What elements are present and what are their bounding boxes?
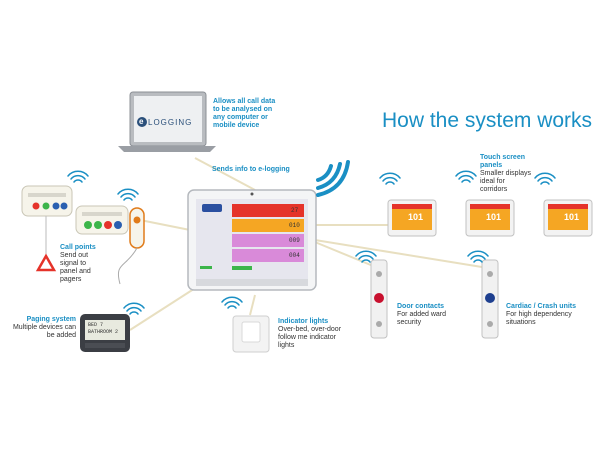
monitor-icon: [187, 189, 317, 291]
elogging-badge: [137, 117, 147, 127]
wifi-icon: [67, 170, 89, 183]
monitor-row-value: 009: [289, 237, 300, 244]
connection-lines: [129, 157, 489, 331]
touch-panel-3: [543, 199, 593, 237]
monitor-row-value: 27: [291, 207, 299, 214]
door-desc: For added ward: [397, 311, 447, 318]
light-icon: [232, 315, 270, 353]
monitor-row-value: 010: [289, 222, 300, 229]
line-to-indicator: [249, 294, 256, 316]
wifi-icon: [117, 188, 139, 201]
touch-desc: Smaller displays: [480, 170, 531, 177]
cardiac-caption: Cardiac / Crash units For high dependenc…: [506, 303, 576, 327]
laptop-icon: [118, 91, 216, 152]
touch-panel-1: [387, 199, 437, 237]
sends-label: Sends info to e-logging: [212, 166, 290, 173]
cardiac-desc: For high dependency: [506, 311, 572, 318]
call-point-icon: [75, 205, 145, 285]
wifi-icon: [123, 302, 145, 315]
line-to-pager: [129, 284, 201, 331]
paging-caption: Paging system Multiple devices can be ad…: [8, 316, 76, 340]
wifi-icon: [221, 296, 243, 309]
paging-desc: be added: [46, 332, 76, 339]
line-to-laptop: [194, 157, 256, 191]
wifi-icon: [316, 160, 350, 197]
door-caption: Door contacts For added ward security: [397, 303, 446, 327]
laptop-caption-line: to be analysed on: [213, 106, 273, 113]
touch-label: Touch screen: [480, 154, 525, 161]
call-points-desc: panel and: [60, 268, 91, 275]
call-point-icon: [21, 185, 73, 272]
laptop-caption-line: mobile device: [213, 122, 260, 129]
indicator-desc: lights: [278, 342, 295, 349]
call-points-label: Call points: [60, 244, 96, 251]
cardiac-label: Cardiac / Crash units: [506, 303, 577, 310]
touch-panel-2: [465, 199, 515, 237]
pull-cord-icon: [35, 253, 57, 272]
pager-line: BED 7: [88, 322, 104, 328]
call-points-caption: Call points Send out signal to panel and…: [60, 244, 96, 284]
door-desc: security: [397, 319, 422, 326]
panel-display: 101: [564, 212, 580, 222]
pager-line: BATHROOM 2: [88, 329, 119, 335]
door-label: Door contacts: [397, 303, 445, 310]
touch-label: panels: [480, 162, 503, 169]
panel-display: 101: [486, 212, 502, 222]
page-title: How the system works: [382, 109, 593, 132]
wifi-icon: [467, 250, 489, 263]
cardiac-desc: situations: [506, 319, 536, 326]
indicator-desc: follow me indicator: [278, 334, 336, 341]
touch-caption: Touch screen panels Smaller displays ide…: [480, 154, 531, 194]
line-to-call-points: [139, 219, 191, 231]
call-points-desc: Send out: [60, 252, 89, 259]
sensor-icon: [481, 259, 499, 339]
laptop-caption-line: any computer or: [213, 114, 268, 121]
elogging-badge-letter: e: [139, 117, 144, 126]
indicator-desc: Over-bed, over-door: [278, 326, 342, 333]
panel-display: 101: [408, 212, 424, 222]
laptop-caption-line: Allows all call data: [213, 98, 276, 105]
line-to-door: [309, 239, 379, 269]
monitor-row-value: 004: [289, 252, 300, 259]
sensor-icon: [370, 259, 388, 339]
call-points-desc: pagers: [60, 276, 82, 283]
paging-label: Paging system: [26, 316, 76, 323]
wifi-icon: [534, 172, 556, 185]
touch-desc: corridors: [480, 186, 508, 193]
call-points-desc: signal to: [60, 260, 87, 267]
wifi-icon: [379, 172, 401, 185]
wifi-icon: [455, 170, 477, 183]
paging-desc: Multiple devices can: [12, 324, 76, 331]
pager-icon: [80, 314, 130, 352]
indicator-label: Indicator lights: [278, 318, 329, 325]
line-to-cardiac: [314, 239, 489, 269]
laptop-caption: Allows all call data to be analysed on a…: [213, 98, 275, 130]
wifi-icon: [355, 250, 377, 263]
touch-desc: ideal for: [480, 178, 505, 185]
elogging-logo: LOGGING: [148, 118, 193, 127]
indicator-caption: Indicator lights Over-bed, over-door fol…: [278, 318, 341, 350]
